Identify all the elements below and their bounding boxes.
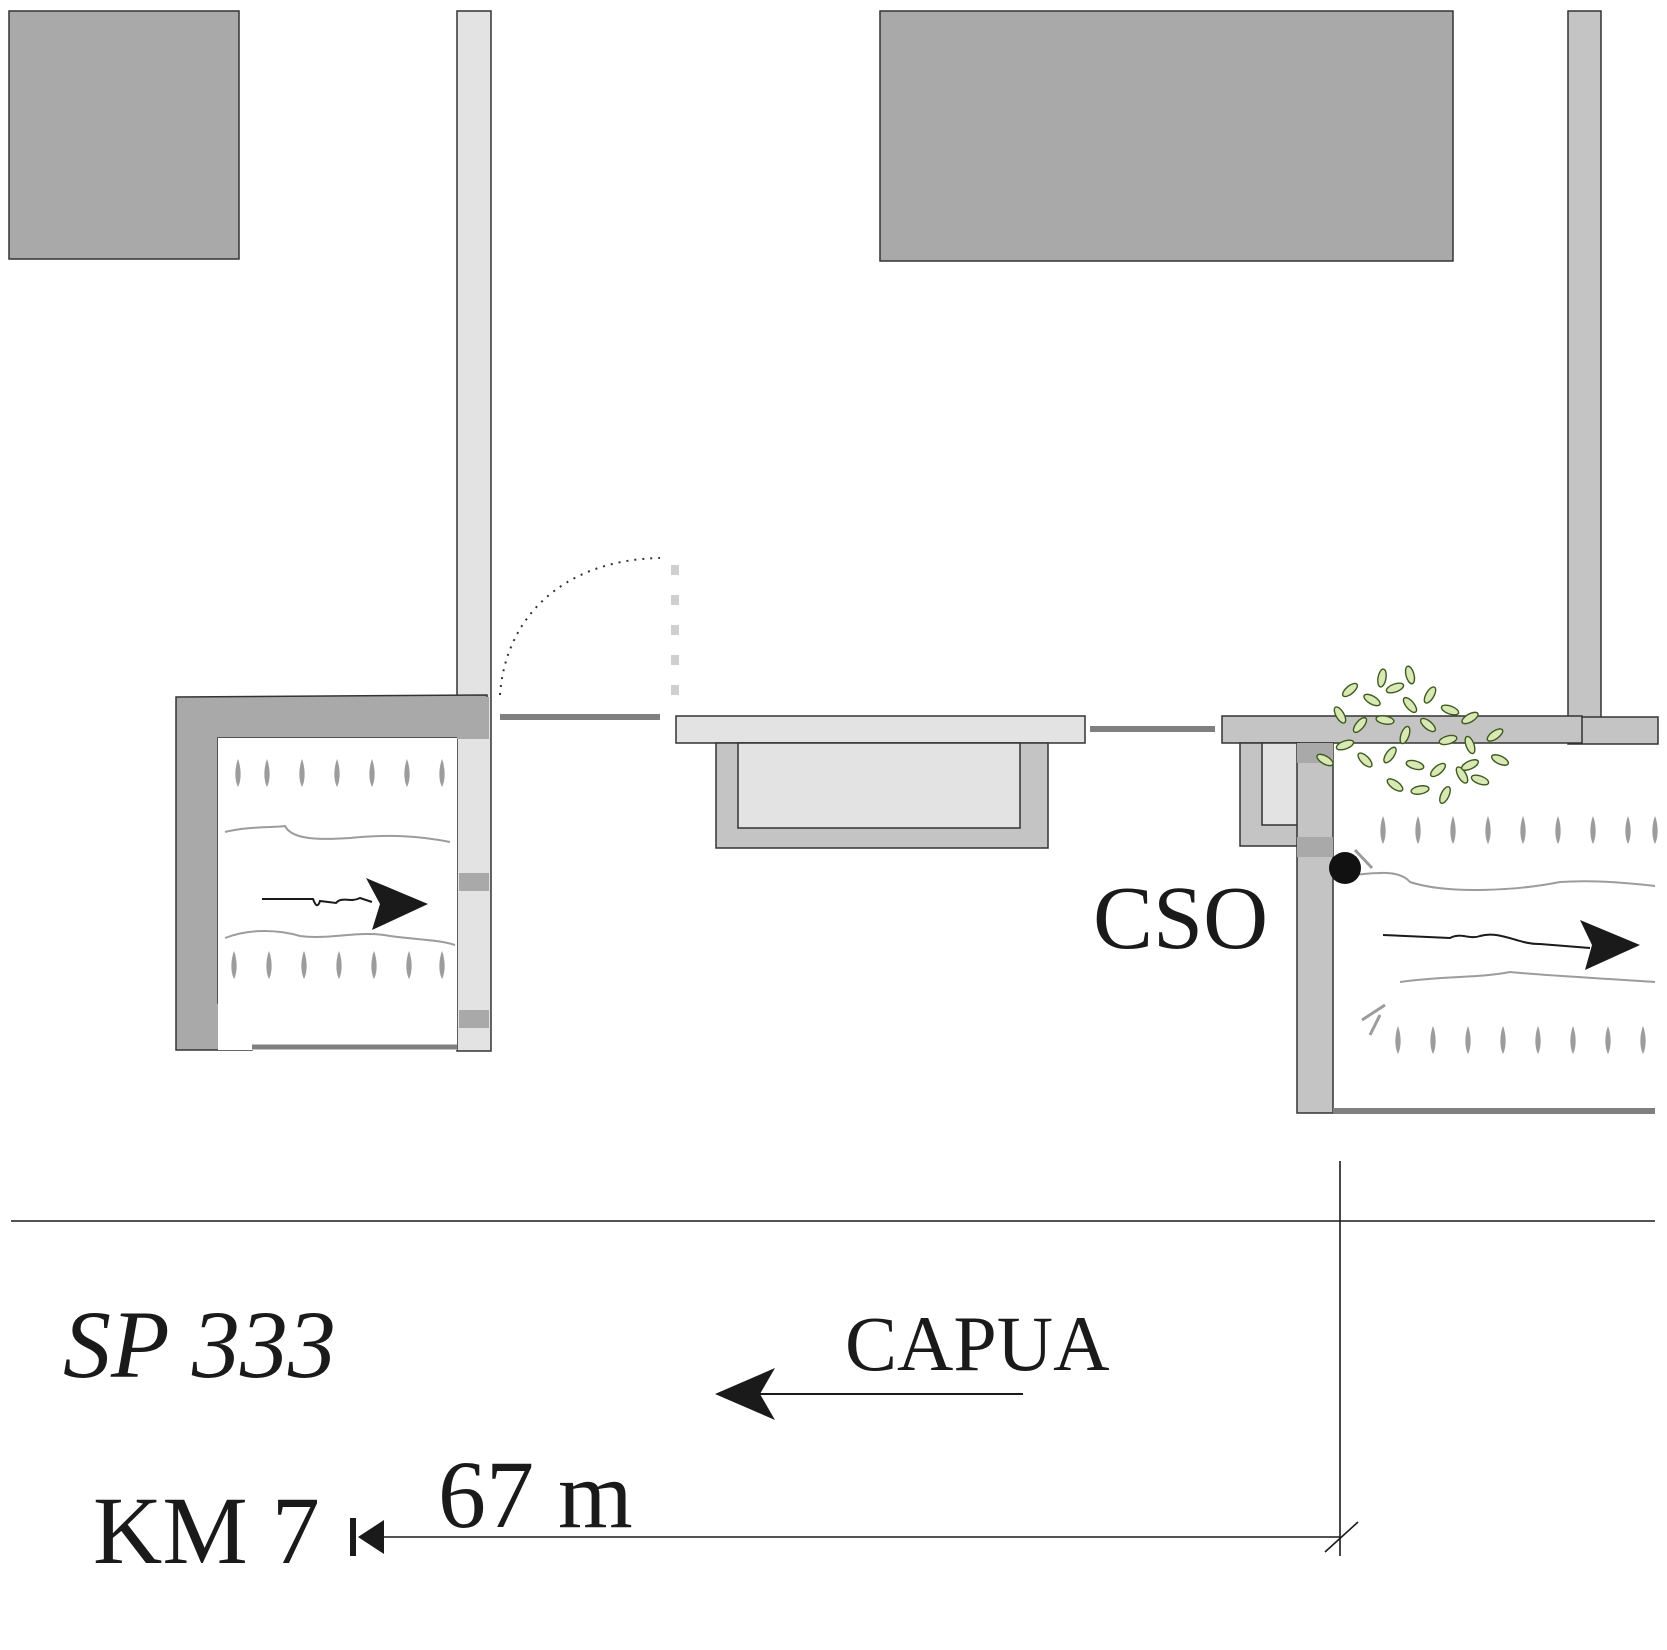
km-marker-arrow-icon xyxy=(350,1518,384,1556)
building-left xyxy=(8,10,240,260)
direction-label: CAPUA xyxy=(845,1300,1109,1387)
left-wall-joint-3 xyxy=(459,1010,489,1028)
left-vertical-wall xyxy=(456,10,492,1052)
flow-arrow-icon xyxy=(1382,920,1640,970)
right-pit-inner xyxy=(1261,742,1301,826)
left-channel-inner xyxy=(218,738,457,1050)
door-swing-arc xyxy=(499,557,661,696)
right-wall-joint-2 xyxy=(1297,837,1333,857)
right-water-line-bottom xyxy=(1399,970,1656,983)
direction-arrow-icon xyxy=(715,1368,1023,1420)
km-label: KM 7 xyxy=(93,1477,320,1584)
middle-pit-inner xyxy=(737,742,1021,829)
right-water-line-top xyxy=(1344,871,1656,891)
left-wall-joint-1 xyxy=(457,697,489,739)
right-vertical-wall xyxy=(1567,10,1602,721)
spray-marks xyxy=(1353,848,1386,1036)
left-water-line-bottom xyxy=(224,930,456,946)
right-channel-drops-top xyxy=(1380,816,1658,844)
left-wall-joint-2 xyxy=(459,873,489,891)
right-channel-drops-bottom xyxy=(1395,1026,1646,1054)
dimension-tick xyxy=(1324,1521,1359,1553)
cso-label: CSO xyxy=(1093,869,1268,968)
cso-point-icon xyxy=(1329,852,1361,884)
flow-arrow-icon xyxy=(262,878,428,930)
distance-label: 67 m xyxy=(438,1441,633,1548)
middle-slab xyxy=(675,715,1086,744)
road-label: SP 333 xyxy=(63,1291,336,1398)
left-water-line-top xyxy=(224,824,451,843)
building-right xyxy=(879,10,1454,262)
right-channel-wall xyxy=(1296,742,1334,1114)
